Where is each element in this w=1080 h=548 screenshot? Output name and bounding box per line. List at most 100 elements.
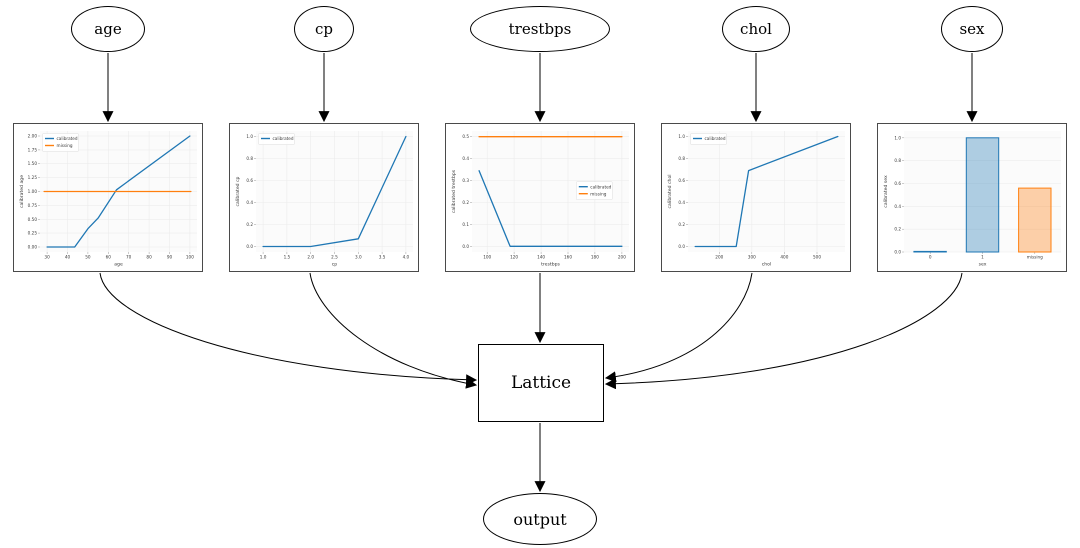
svg-text:0.0: 0.0: [246, 244, 253, 249]
input-node-chol-label: chol: [740, 20, 772, 38]
svg-text:1.5: 1.5: [284, 255, 291, 260]
svg-text:300: 300: [748, 255, 756, 260]
input-node-age: age: [71, 6, 145, 52]
svg-text:calibrated: calibrated: [57, 136, 78, 141]
svg-text:missing: missing: [1027, 255, 1043, 260]
svg-text:140: 140: [537, 255, 545, 260]
svg-text:120: 120: [510, 255, 518, 260]
svg-text:trestbps: trestbps: [541, 262, 560, 268]
svg-text:0.25: 0.25: [28, 231, 38, 236]
svg-text:0.4: 0.4: [894, 204, 901, 209]
svg-text:3.0: 3.0: [355, 255, 362, 260]
svg-text:2.00: 2.00: [28, 134, 38, 139]
input-node-sex-label: sex: [959, 20, 985, 38]
svg-text:missing: missing: [57, 143, 73, 148]
svg-text:0.4: 0.4: [462, 156, 469, 161]
svg-text:sex: sex: [979, 263, 987, 268]
input-node-chol: chol: [722, 6, 790, 52]
svg-text:0.1: 0.1: [462, 222, 469, 227]
svg-text:0.0: 0.0: [462, 244, 469, 249]
edge-age-plot-to-lattice: [99, 272, 478, 386]
svg-text:0.50: 0.50: [28, 217, 38, 222]
svg-text:1.0: 1.0: [246, 134, 253, 139]
svg-text:chol: chol: [762, 262, 772, 268]
svg-text:100: 100: [186, 255, 194, 260]
svg-text:200: 200: [715, 255, 723, 260]
svg-text:0.8: 0.8: [678, 156, 685, 161]
svg-text:0.6: 0.6: [246, 178, 253, 183]
svg-text:0.4: 0.4: [678, 200, 685, 205]
svg-text:calibrated sex: calibrated sex: [883, 175, 889, 208]
svg-text:0.00: 0.00: [28, 245, 38, 250]
svg-text:0.0: 0.0: [678, 244, 685, 249]
edge-cp-plot-to-lattice: [309, 272, 478, 389]
svg-text:2.5: 2.5: [331, 255, 338, 260]
svg-text:2.0: 2.0: [307, 255, 314, 260]
svg-text:3.5: 3.5: [379, 255, 386, 260]
svg-text:160: 160: [564, 255, 572, 260]
input-node-age-label: age: [94, 20, 122, 38]
svg-text:0.75: 0.75: [28, 203, 38, 208]
svg-text:calibrated: calibrated: [705, 136, 726, 141]
input-node-trestbps-label: trestbps: [508, 20, 572, 38]
input-node-sex: sex: [941, 6, 1003, 52]
svg-text:40: 40: [65, 255, 71, 260]
svg-text:1.0: 1.0: [678, 134, 685, 139]
calibration-plot-sex: 0.0 0.2 0.4 0.6 0.8 1.0 0 1 missing sex calibrated…: [877, 123, 1067, 272]
svg-text:calibrated trestbps: calibrated trestbps: [451, 169, 457, 213]
input-node-trestbps: trestbps: [470, 6, 610, 52]
svg-text:0.2: 0.2: [894, 227, 901, 232]
svg-text:100: 100: [483, 255, 491, 260]
svg-text:0.6: 0.6: [894, 181, 901, 186]
svg-text:cp: cp: [332, 263, 338, 268]
svg-text:60: 60: [106, 255, 112, 260]
svg-text:calibrated age: calibrated age: [19, 175, 25, 208]
svg-text:1.0: 1.0: [894, 135, 901, 140]
svg-text:0.3: 0.3: [462, 178, 469, 183]
edge-chol-plot-to-lattice: [604, 272, 753, 383]
svg-text:500: 500: [813, 255, 821, 260]
svg-text:0.0: 0.0: [894, 250, 901, 255]
svg-text:calibrated: calibrated: [590, 184, 611, 189]
svg-text:0.8: 0.8: [246, 156, 253, 161]
svg-text:1.0: 1.0: [260, 255, 267, 260]
svg-text:70: 70: [126, 255, 132, 260]
svg-text:0.2: 0.2: [462, 200, 469, 205]
svg-text:180: 180: [591, 255, 599, 260]
lattice-node-label: Lattice: [510, 373, 572, 393]
svg-text:0.8: 0.8: [894, 158, 901, 163]
svg-text:400: 400: [780, 255, 788, 260]
svg-text:80: 80: [146, 255, 152, 260]
svg-text:1.50: 1.50: [28, 161, 38, 166]
svg-text:0.6: 0.6: [678, 178, 685, 183]
svg-text:age: age: [114, 263, 123, 268]
svg-text:30: 30: [44, 255, 50, 260]
lattice-node: Lattice: [478, 344, 604, 422]
svg-text:0.5: 0.5: [462, 134, 469, 139]
svg-text:50: 50: [85, 255, 91, 260]
edge-sex-plot-to-lattice: [604, 272, 963, 390]
svg-text:4.0: 4.0: [403, 255, 410, 260]
svg-text:calibrated chol: calibrated chol: [667, 174, 673, 208]
svg-text:calibrated cp: calibrated cp: [235, 176, 241, 206]
svg-text:1: 1: [981, 255, 984, 260]
input-node-cp: cp: [294, 6, 354, 52]
svg-text:1.00: 1.00: [28, 189, 38, 194]
output-node-label: output: [513, 509, 567, 529]
svg-text:missing: missing: [590, 191, 606, 196]
svg-text:0: 0: [929, 255, 932, 260]
svg-text:0.2: 0.2: [246, 222, 253, 227]
input-node-cp-label: cp: [314, 20, 333, 38]
calibration-chart-sex: 0.0 0.2 0.4 0.6 0.8 1.0 0 1 missing sex calibrated…: [883, 131, 1061, 268]
svg-text:90: 90: [167, 255, 173, 260]
svg-text:calibrated: calibrated: [273, 136, 294, 141]
